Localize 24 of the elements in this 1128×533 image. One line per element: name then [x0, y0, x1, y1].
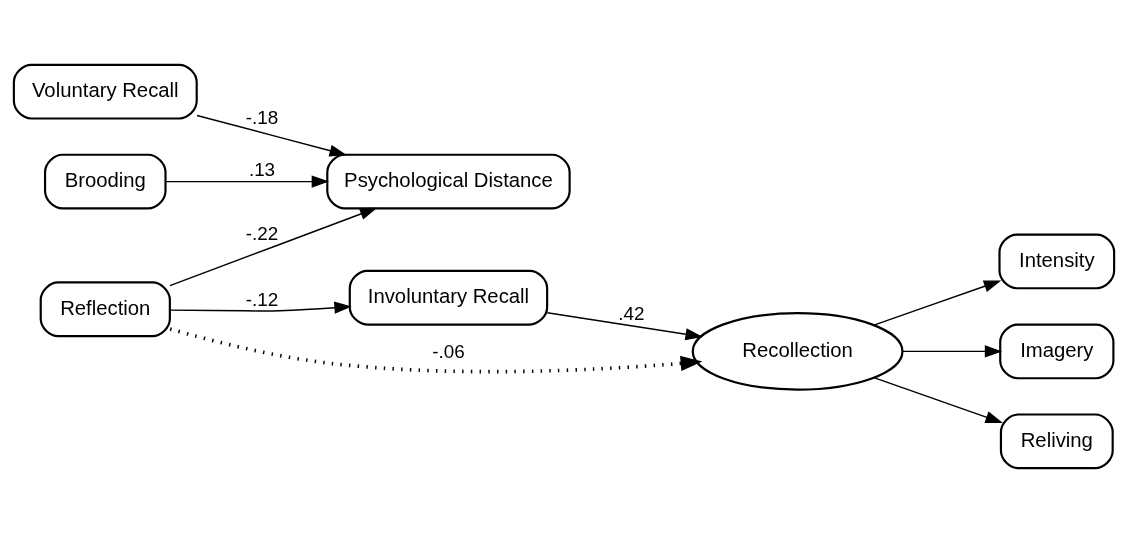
arrow [169, 327, 703, 374]
node-box: Psychological Distance [326, 153, 571, 210]
edge-label: .13 [248, 159, 276, 181]
arrow [169, 301, 352, 314]
arrow [901, 345, 1003, 358]
arrow [196, 114, 347, 157]
node-box: Imagery [999, 323, 1115, 380]
edge-label: -.18 [245, 107, 279, 129]
edge-label: -.06 [432, 340, 465, 362]
arrow [164, 175, 330, 188]
node-box: Reliving [999, 413, 1114, 470]
arrow [873, 280, 1002, 326]
node-box: Involuntary Recall [348, 269, 549, 326]
node-box: Intensity [998, 233, 1116, 290]
node-box: Voluntary Recall [12, 63, 198, 120]
node-box: Brooding [44, 153, 167, 210]
arrow [873, 376, 1003, 423]
node-ellipse: Recollection [691, 312, 904, 391]
edge-label: -.12 [245, 288, 279, 310]
arrow [546, 312, 703, 341]
edge-label: -.22 [245, 223, 279, 245]
edge-label: .42 [618, 303, 645, 325]
arrow [169, 207, 378, 287]
node-box: Reflection [39, 281, 171, 338]
